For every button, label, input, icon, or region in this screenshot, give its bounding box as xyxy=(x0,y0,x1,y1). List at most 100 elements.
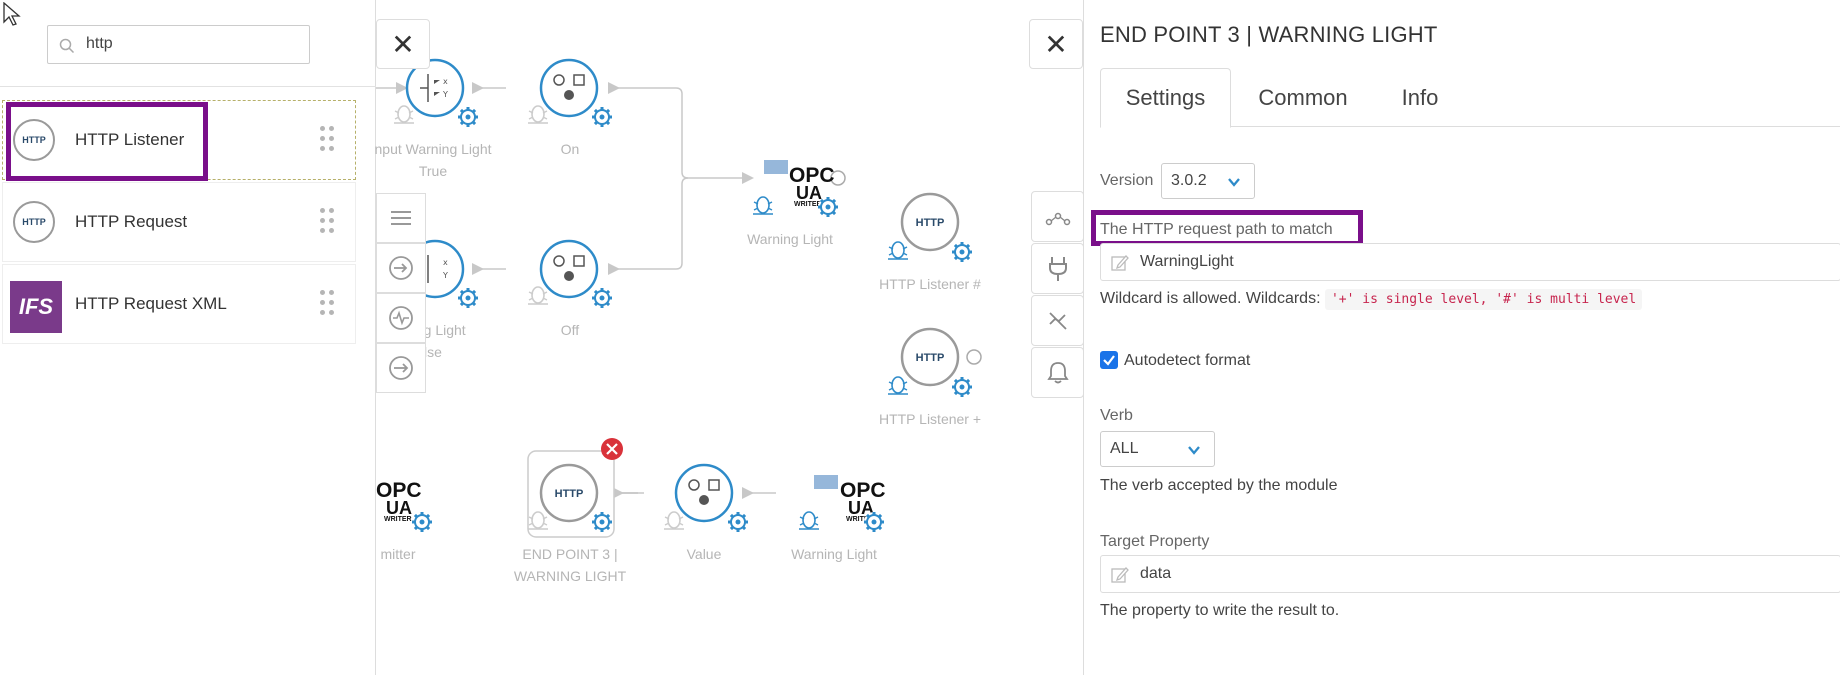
debug-bug-icon[interactable] xyxy=(394,105,414,124)
svg-text:x: x xyxy=(443,258,448,267)
input-button[interactable] xyxy=(376,243,426,293)
node-label: Warning Light xyxy=(791,546,877,562)
close-library-button[interactable]: ✕ xyxy=(376,19,430,69)
wildcard-help: Wildcard is allowed. Wildcards: '+' is s… xyxy=(1100,289,1643,310)
opc-ua-writer-node[interactable]: OPC UA WRITER xyxy=(764,160,835,208)
search-box[interactable] xyxy=(47,25,310,64)
gear-icon[interactable] xyxy=(952,242,972,262)
module-item-http-listener[interactable]: HTTP HTTP Listener xyxy=(2,100,356,180)
svg-text:HTTP: HTTP xyxy=(916,217,945,229)
gear-icon[interactable] xyxy=(952,377,972,397)
module-label: HTTP Request xyxy=(75,212,188,231)
svg-text:WRITER: WRITER xyxy=(384,516,412,523)
mute-icon xyxy=(1048,311,1067,330)
svg-text:OPC: OPC xyxy=(789,164,835,187)
router-node[interactable]: x Y xyxy=(405,58,465,118)
close-icon: ✕ xyxy=(391,27,415,61)
edit-icon xyxy=(1111,255,1129,271)
svg-text:Y: Y xyxy=(442,90,448,99)
module-label: HTTP Listener xyxy=(75,130,185,149)
gear-icon[interactable] xyxy=(592,288,612,308)
menu-button[interactable] xyxy=(376,193,426,243)
gear-icon[interactable] xyxy=(458,107,478,127)
gear-icon[interactable] xyxy=(592,107,612,127)
debug-bug-icon[interactable] xyxy=(528,511,548,530)
svg-text:UA: UA xyxy=(386,498,412,518)
target-help: The property to write the result to. xyxy=(1100,602,1340,619)
mute-button[interactable] xyxy=(1031,295,1084,346)
highlight-box xyxy=(1091,210,1363,246)
ifs-logo-icon: IFS xyxy=(10,281,62,333)
debug-bug-icon[interactable] xyxy=(799,511,819,530)
route-icon xyxy=(1045,212,1070,225)
tab-info[interactable]: Info xyxy=(1401,84,1439,110)
node-label: HTTP Listener # xyxy=(879,276,981,292)
debug-bug-icon[interactable] xyxy=(888,241,908,260)
drag-handle-icon[interactable] xyxy=(320,290,336,318)
drag-handle-icon[interactable] xyxy=(320,126,336,154)
chevron-down-icon xyxy=(1188,446,1200,455)
gear-icon[interactable] xyxy=(818,197,838,217)
panel-title: END POINT 3 | WARNING LIGHT xyxy=(1100,22,1438,47)
gear-icon[interactable] xyxy=(728,512,748,532)
monitor-button[interactable] xyxy=(376,293,426,343)
connections-button[interactable] xyxy=(1031,191,1084,242)
settings-node-off[interactable] xyxy=(539,239,599,299)
plugin-button[interactable] xyxy=(1031,243,1084,294)
gear-icon[interactable] xyxy=(412,512,432,532)
alerts-button[interactable] xyxy=(1031,347,1084,398)
target-input[interactable]: data xyxy=(1100,555,1840,593)
settings-node-value[interactable] xyxy=(674,463,734,523)
debug-bug-icon[interactable] xyxy=(528,105,548,124)
module-label: HTTP Request XML xyxy=(75,294,227,313)
tab-settings[interactable]: Settings xyxy=(1100,68,1231,128)
gear-icon[interactable] xyxy=(864,512,884,532)
wildcard-code: '+' is single level, '#' is multi level xyxy=(1324,289,1643,310)
gear-icon[interactable] xyxy=(458,288,478,308)
menu-icon xyxy=(391,211,411,225)
svg-text:WRITER: WRITER xyxy=(846,516,874,523)
version-select[interactable]: 3.0.2 xyxy=(1161,163,1255,199)
module-item-http-request-xml[interactable]: IFS HTTP Request XML xyxy=(2,264,356,344)
http-icon: HTTP xyxy=(13,201,55,243)
node-label: Value xyxy=(686,546,722,562)
search-input[interactable] xyxy=(86,32,296,56)
debug-bug-icon[interactable] xyxy=(753,196,773,215)
close-panel-button[interactable]: ✕ xyxy=(1029,19,1083,69)
search-icon xyxy=(59,38,75,54)
endpoint3-node[interactable]: HTTP xyxy=(527,450,615,538)
verb-select[interactable]: ALL xyxy=(1100,431,1215,467)
debug-bug-icon[interactable] xyxy=(888,376,908,395)
module-item-http-request[interactable]: HTTP HTTP Request xyxy=(2,182,356,262)
opc-ua-writer-node[interactable]: OPC UA WRITER xyxy=(376,479,422,523)
edit-icon xyxy=(1111,567,1129,583)
debug-bug-icon[interactable] xyxy=(664,511,684,530)
tab-common[interactable]: Common xyxy=(1258,84,1348,110)
svg-text:HTTP: HTTP xyxy=(555,488,584,500)
settings-node-on[interactable] xyxy=(539,58,599,118)
path-label: The HTTP request path to match xyxy=(1100,221,1333,238)
divider xyxy=(0,86,376,87)
target-value: data xyxy=(1140,565,1172,582)
drag-handle-icon[interactable] xyxy=(320,208,336,236)
output-port-icon[interactable] xyxy=(966,349,982,365)
properties-panel: END POINT 3 | WARNING LIGHT Settings Com… xyxy=(1083,0,1840,675)
wildcard-text: Wildcard is allowed. Wildcards: xyxy=(1100,290,1321,307)
gear-icon[interactable] xyxy=(592,512,612,532)
opc-ua-writer-node[interactable]: OPC UA WRITER xyxy=(814,475,886,523)
node-label: On xyxy=(560,141,580,157)
output-port-icon[interactable] xyxy=(830,170,846,186)
node-label: END POINT 3 |WARNING LIGHT xyxy=(513,546,627,584)
output-button[interactable] xyxy=(376,343,426,393)
delete-node-icon[interactable] xyxy=(601,438,623,460)
debug-bug-icon[interactable] xyxy=(528,286,548,305)
http-listener-node-plus[interactable]: HTTP xyxy=(900,327,960,387)
mouse-cursor-icon xyxy=(3,2,21,26)
autodetect-checkbox[interactable] xyxy=(1100,351,1118,369)
tab-bar: Settings Common Info xyxy=(1100,68,1840,128)
path-input[interactable]: WarningLight xyxy=(1100,243,1840,281)
http-listener-node-hash[interactable]: HTTP xyxy=(900,192,960,252)
svg-text:OPC: OPC xyxy=(840,479,886,502)
